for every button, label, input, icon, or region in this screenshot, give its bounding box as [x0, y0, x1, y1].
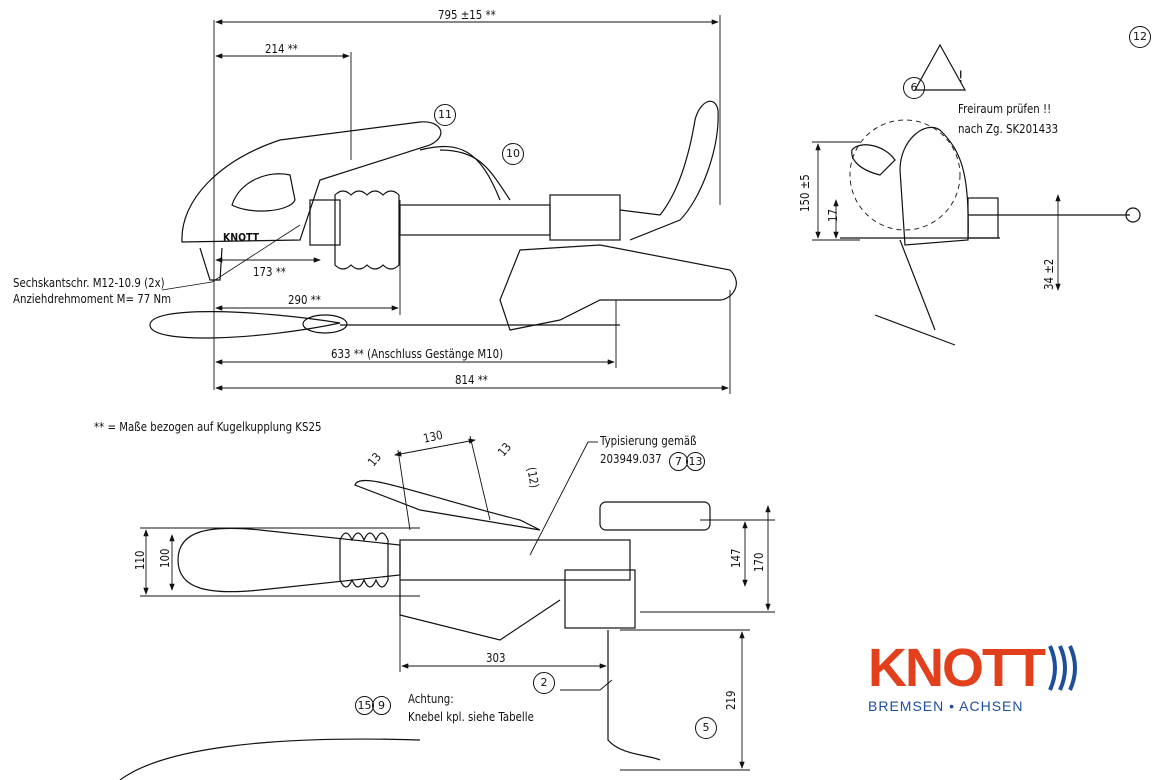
- dim-173: 173 **: [253, 265, 286, 279]
- logo-word: KNOTT: [868, 638, 1046, 698]
- footnote: ** = Maße bezogen auf Kugelkupplung KS25: [94, 420, 322, 434]
- coupling-side-view: [149, 100, 737, 339]
- dim-150: 150 ±5: [798, 174, 812, 212]
- attention-note-line2: Knebel kpl. siehe Tabelle: [408, 710, 534, 724]
- embossed-brand: KNOTT: [223, 231, 259, 244]
- dim-34: 34 ±2: [1042, 258, 1056, 290]
- dim-219: 219: [724, 690, 738, 710]
- coupling-rear-view: [812, 43, 1141, 346]
- callout-6: 6: [903, 77, 925, 99]
- callout-10: 10: [502, 143, 524, 165]
- dim-17: 17: [826, 209, 840, 222]
- dim-303: 303: [486, 651, 506, 665]
- dim-147: 147: [729, 548, 743, 568]
- dim-overall-length: 795 ±15 **: [438, 8, 496, 22]
- callout-12: 12: [1129, 26, 1151, 48]
- bolt-note-line2: Anziehdrehmoment M= 77 Nm: [13, 292, 172, 306]
- callout-9: 9: [372, 696, 391, 715]
- dim-110: 110: [133, 550, 147, 570]
- callout-5: 5: [695, 717, 717, 739]
- clearance-note-line2: nach Zg. SK201433: [958, 122, 1059, 136]
- dim-214: 214 **: [265, 42, 298, 56]
- dimension-lines-side-view: [213, 15, 731, 394]
- bolt-note-line1: Sechskantschr. M12-10.9 (2x): [13, 276, 165, 290]
- logo-stripes-icon: [1048, 645, 1077, 691]
- typing-note-line2: 203949.037: [600, 452, 662, 466]
- warning-symbol: !: [958, 67, 964, 86]
- attention-note-line1: Achtung:: [408, 692, 454, 706]
- dim-100: 100: [158, 548, 172, 568]
- dim-290: 290 **: [288, 293, 321, 307]
- clearance-note-line1: Freiraum prüfen !!: [958, 102, 1052, 116]
- callout-13: 13: [686, 452, 705, 471]
- dim-814: 814 **: [455, 373, 488, 387]
- callout-2: 2: [533, 672, 555, 694]
- dim-633: 633 ** (Anschluss Gestänge M10): [331, 347, 504, 361]
- knott-logo: KNOTT BREMSEN • ACHSEN: [868, 640, 1084, 714]
- coupling-top-view: [119, 435, 775, 780]
- logo-subtitle: BREMSEN • ACHSEN: [868, 698, 1024, 714]
- typing-note-line1: Typisierung gemäß: [600, 434, 697, 448]
- callout-11: 11: [434, 104, 456, 126]
- dim-170: 170: [752, 552, 766, 572]
